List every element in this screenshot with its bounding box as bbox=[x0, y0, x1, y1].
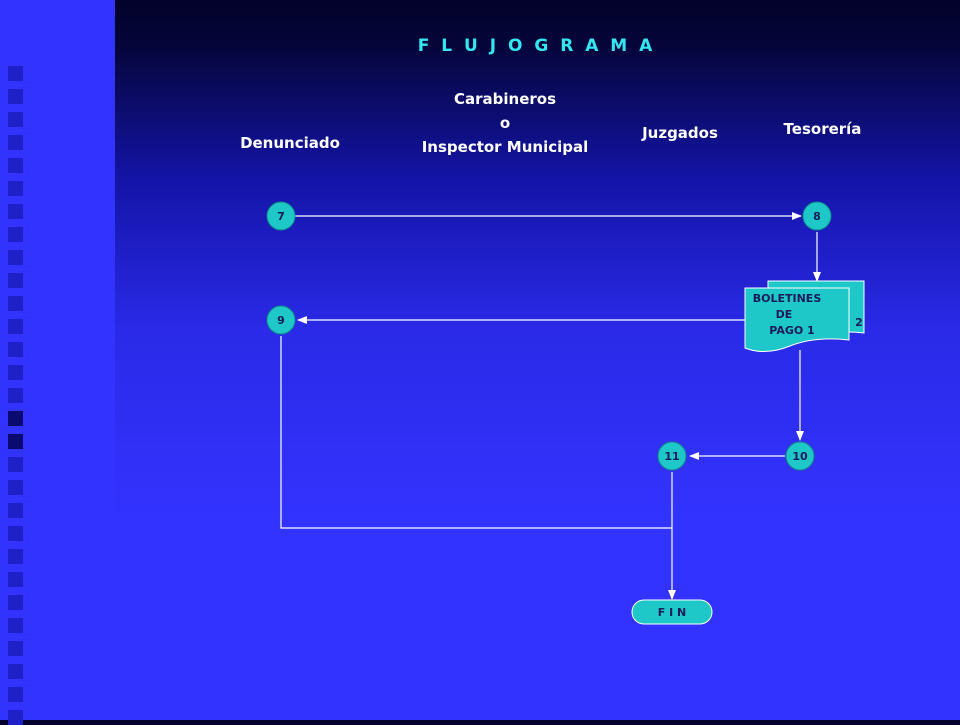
sidebar-square bbox=[8, 411, 23, 426]
sidebar-square bbox=[8, 112, 23, 127]
lane-juzgados: Juzgados bbox=[642, 124, 718, 142]
node-10: 10 bbox=[785, 441, 815, 471]
sidebar-square bbox=[8, 204, 23, 219]
lane-denunciado: Denunciado bbox=[240, 134, 340, 152]
sidebar-square bbox=[8, 549, 23, 564]
sidebar-square bbox=[8, 158, 23, 173]
sidebar-square bbox=[8, 457, 23, 472]
page-title: F L U J O G R A M A bbox=[417, 36, 656, 56]
sidebar-square bbox=[8, 526, 23, 541]
lane-carabineros-line3: Inspector Municipal bbox=[421, 138, 589, 156]
sidebar-square bbox=[8, 434, 23, 449]
document-label-line1: BOLETINES bbox=[753, 292, 822, 305]
connector-9-to-fin bbox=[280, 336, 672, 529]
sidebar-square bbox=[8, 572, 23, 587]
lane-carabineros: Carabineros o Inspector Municipal bbox=[400, 87, 610, 159]
sidebar-square bbox=[8, 296, 23, 311]
sidebar-square bbox=[8, 687, 23, 702]
lane-tesoreria: Tesorería bbox=[783, 120, 862, 138]
terminator-fin-label: F I N bbox=[658, 606, 686, 619]
document-back-label: 2 bbox=[855, 316, 863, 329]
sidebar-square bbox=[8, 89, 23, 104]
sidebar-square bbox=[8, 595, 23, 610]
node-7: 7 bbox=[266, 201, 296, 231]
sidebar-square bbox=[8, 273, 23, 288]
lane-carabineros-line1: Carabineros bbox=[453, 90, 556, 108]
node-11: 11 bbox=[657, 441, 687, 471]
document-label-line3: PAGO 1 bbox=[769, 324, 814, 337]
sidebar-square bbox=[8, 181, 23, 196]
node-8-label: 8 bbox=[813, 210, 821, 223]
sidebar-square bbox=[8, 664, 23, 679]
sidebar-square bbox=[8, 250, 23, 265]
node-10-label: 10 bbox=[792, 450, 808, 463]
sidebar-square bbox=[8, 227, 23, 242]
node-8: 8 bbox=[802, 201, 832, 231]
sidebar-square bbox=[8, 503, 23, 518]
sidebar-square bbox=[8, 641, 23, 656]
lane-carabineros-line2: o bbox=[499, 114, 511, 132]
sidebar-square bbox=[8, 365, 23, 380]
document-label-line2: DE bbox=[776, 308, 793, 321]
sidebar-square bbox=[8, 342, 23, 357]
sidebar-square bbox=[8, 135, 23, 150]
node-11-label: 11 bbox=[664, 450, 679, 463]
sidebar-decoration bbox=[0, 0, 115, 725]
document-front-sheet bbox=[744, 287, 850, 352]
document-boletines-de-pago: 2 BOLETINES DE PAGO 1 bbox=[744, 280, 865, 352]
node-9-label: 9 bbox=[277, 314, 285, 327]
sidebar-square bbox=[8, 618, 23, 633]
sidebar-square bbox=[8, 480, 23, 495]
node-7-label: 7 bbox=[277, 210, 285, 223]
terminator-fin: F I N bbox=[631, 599, 713, 625]
sidebar-square bbox=[8, 388, 23, 403]
node-9: 9 bbox=[266, 305, 296, 335]
sidebar-square bbox=[8, 319, 23, 334]
sidebar-square bbox=[8, 66, 23, 81]
